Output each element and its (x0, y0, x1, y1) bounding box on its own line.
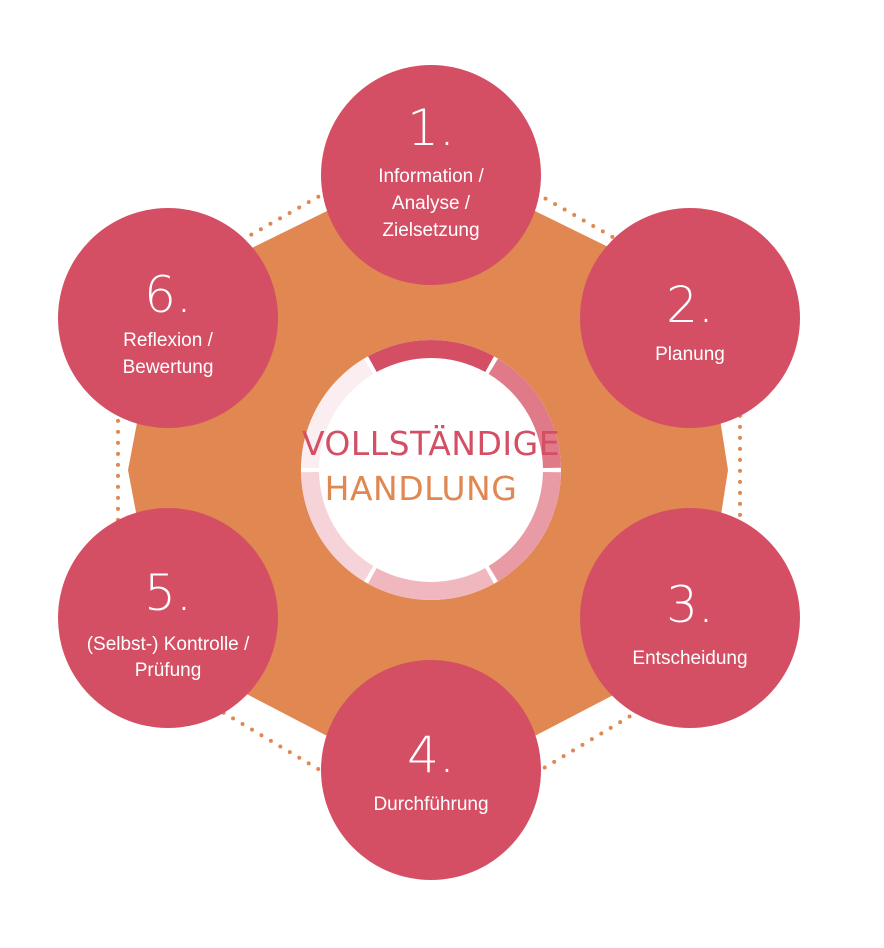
step-2-planung: 2. Planung (580, 208, 800, 428)
step-number: 3. (666, 576, 714, 634)
step-circle (580, 208, 800, 428)
step-label-line: Bewertung (123, 357, 214, 378)
ring-segment (488, 358, 561, 469)
step-label-line: Planung (655, 344, 725, 365)
step-label-line: Reflexion / (123, 330, 213, 351)
step-circle (321, 660, 541, 880)
step-number: 1. (407, 99, 455, 157)
step-6-reflexion: 6. Reflexion / Bewertung (58, 208, 278, 428)
step-circle (58, 208, 278, 428)
step-3-entscheidung: 3. Entscheidung (580, 508, 800, 728)
step-circle (580, 508, 800, 728)
ring-segment (301, 471, 374, 582)
ring-segment (488, 471, 561, 582)
step-number: 2. (666, 276, 714, 334)
step-circle (58, 508, 278, 728)
center-circle (321, 360, 541, 580)
step-label-line: Analyse / (392, 193, 471, 214)
step-label-line: Durchführung (373, 794, 488, 815)
step-5-kontrolle: 5. (Selbst-) Kontrolle / Prüfung (58, 508, 278, 728)
step-label-line: Zielsetzung (382, 220, 479, 241)
step-circle (321, 65, 541, 285)
center-progress-ring (301, 340, 561, 600)
step-label-line: Prüfung (135, 660, 202, 681)
step-4-durchfuehrung: 4. Durchführung (321, 660, 541, 880)
step-label-line: Entscheidung (632, 648, 747, 669)
step-label-line: (Selbst-) Kontrolle / (87, 634, 250, 655)
center-title-line-1: VOLLSTÄNDIGE (302, 424, 560, 463)
center-title-line-2: HANDLUNG (325, 469, 518, 508)
step-label-line: Information / (378, 166, 484, 187)
step-number: 4. (407, 726, 455, 784)
ring-segment (301, 358, 374, 469)
ring-segment (367, 340, 495, 373)
ring-segment (367, 567, 495, 600)
step-1-information: 1. Information / Analyse / Zielsetzung (321, 65, 541, 285)
step-number: 5. (144, 564, 192, 622)
step-number: 6. (144, 266, 192, 324)
